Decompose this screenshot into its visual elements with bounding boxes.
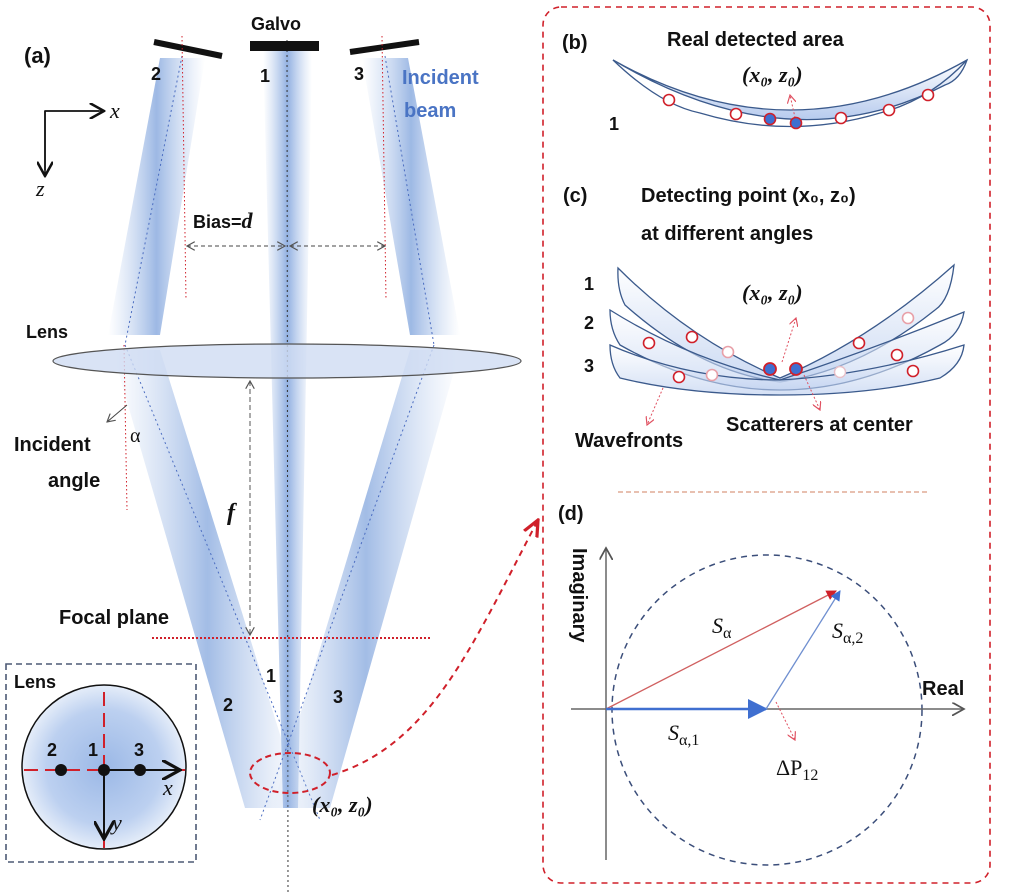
inset-point-3 bbox=[134, 764, 146, 776]
zoom-connector bbox=[331, 520, 538, 776]
panel-c-title-1: Detecting point (x₀, z₀) bbox=[641, 185, 856, 207]
wavefronts-arrow bbox=[647, 387, 664, 425]
mirror-number-3: 3 bbox=[354, 64, 364, 84]
focal-plane-label: Focal plane bbox=[59, 607, 169, 629]
incident-angle-arrow bbox=[107, 404, 128, 422]
coordinate-axes bbox=[45, 111, 104, 176]
beam-number-3-bottom: 3 bbox=[333, 687, 343, 707]
inset-label-1: 1 bbox=[88, 740, 98, 760]
galvo-mirror-2 bbox=[153, 39, 223, 59]
inset-point-1 bbox=[98, 764, 110, 776]
incident-angle-label-1: Incident bbox=[14, 434, 91, 456]
inset-point-2 bbox=[55, 764, 67, 776]
vector-s-alpha-2 bbox=[765, 590, 841, 710]
reference-line-2 bbox=[181, 35, 187, 301]
panel-b: (b) Real detected area (x₀, z₀) 1 bbox=[562, 29, 969, 134]
beam-number-1-bottom: 1 bbox=[266, 666, 276, 686]
label-s-alpha-2: Sα,2 bbox=[832, 618, 863, 647]
focal-length-label: f bbox=[227, 500, 237, 526]
lens-label: Lens bbox=[26, 322, 68, 342]
panel-b-scatterers bbox=[662, 88, 935, 130]
incident-angle-label-2: angle bbox=[48, 470, 100, 492]
panel-d: (d) Imaginary Real Sα Sα,2 Sα,1 ΔP12 bbox=[558, 503, 964, 866]
panel-c-scatterers bbox=[642, 311, 920, 384]
wavefront-3-c bbox=[609, 344, 965, 396]
panel-a-label: (a) bbox=[24, 43, 51, 68]
scatterers-label: Scatterers at center bbox=[726, 414, 913, 436]
inset-axis-x: x bbox=[162, 775, 173, 800]
inset-label-2: 2 bbox=[47, 740, 57, 760]
wavefront-number-3: 3 bbox=[584, 356, 594, 376]
lens-inset: Lens 2 1 3 x y bbox=[5, 663, 197, 863]
panel-b-label: (b) bbox=[562, 32, 588, 54]
wavefront-number-1: 1 bbox=[584, 274, 594, 294]
incident-beam-label-2: beam bbox=[404, 100, 456, 122]
focus-point-label: (x₀, z₀) bbox=[312, 792, 373, 817]
label-s-alpha-1: Sα,1 bbox=[668, 720, 699, 749]
axis-z-label: z bbox=[35, 176, 45, 201]
beam-3 bbox=[259, 55, 460, 821]
label-delta-p12: ΔP12 bbox=[776, 755, 818, 784]
detail-frame bbox=[542, 6, 991, 884]
inset-axis-y: y bbox=[110, 810, 122, 835]
panel-b-title: Real detected area bbox=[667, 29, 845, 51]
bias-label: Bias=d bbox=[193, 208, 254, 233]
galvo-label: Galvo bbox=[251, 14, 301, 34]
mirror-number-1: 1 bbox=[260, 66, 270, 86]
label-s-alpha: Sα bbox=[712, 613, 732, 642]
panel-c-point-label: (x₀, z₀) bbox=[742, 280, 803, 305]
incident-beam-label-1: Incident bbox=[402, 67, 479, 89]
wavefronts-label: Wavefronts bbox=[575, 430, 683, 452]
panel-c-title-2: at different angles bbox=[641, 223, 813, 245]
galvo-mirror-3 bbox=[349, 39, 420, 55]
panel-c-label: (c) bbox=[563, 185, 587, 207]
wavefront-1 bbox=[612, 58, 969, 121]
beam-2 bbox=[108, 55, 321, 821]
panel-c-point-arrow bbox=[781, 318, 796, 363]
beam-number-2-bottom: 2 bbox=[223, 695, 233, 715]
focus-region bbox=[249, 752, 331, 794]
beam-1 bbox=[263, 39, 312, 894]
panel-a: (a) Galvo 2 1 3 Incident beam x z Bias=d… bbox=[5, 14, 538, 894]
inset-label-3: 3 bbox=[134, 740, 144, 760]
phase-arrow bbox=[775, 701, 795, 740]
real-axis-label: Real bbox=[922, 678, 964, 700]
reference-line-3 bbox=[381, 35, 387, 301]
imaginary-axis-label: Imaginary bbox=[568, 548, 590, 643]
panel-b-point-label: (x₀, z₀) bbox=[742, 62, 803, 87]
axis-x-label: x bbox=[109, 98, 120, 123]
scatterers-arrow bbox=[803, 374, 820, 410]
lens bbox=[52, 343, 522, 379]
mirror-number-2: 2 bbox=[151, 64, 161, 84]
wavefront-1-c bbox=[617, 263, 955, 383]
alpha-label: α bbox=[130, 425, 141, 447]
panel-c: (c) Detecting point (x₀, z₀) at differen… bbox=[563, 185, 965, 452]
panel-b-wavefront-number: 1 bbox=[609, 114, 619, 134]
inset-title: Lens bbox=[14, 672, 56, 692]
panel-d-label: (d) bbox=[558, 503, 584, 525]
vector-s-alpha bbox=[605, 590, 837, 710]
wavefront-number-2: 2 bbox=[584, 313, 594, 333]
